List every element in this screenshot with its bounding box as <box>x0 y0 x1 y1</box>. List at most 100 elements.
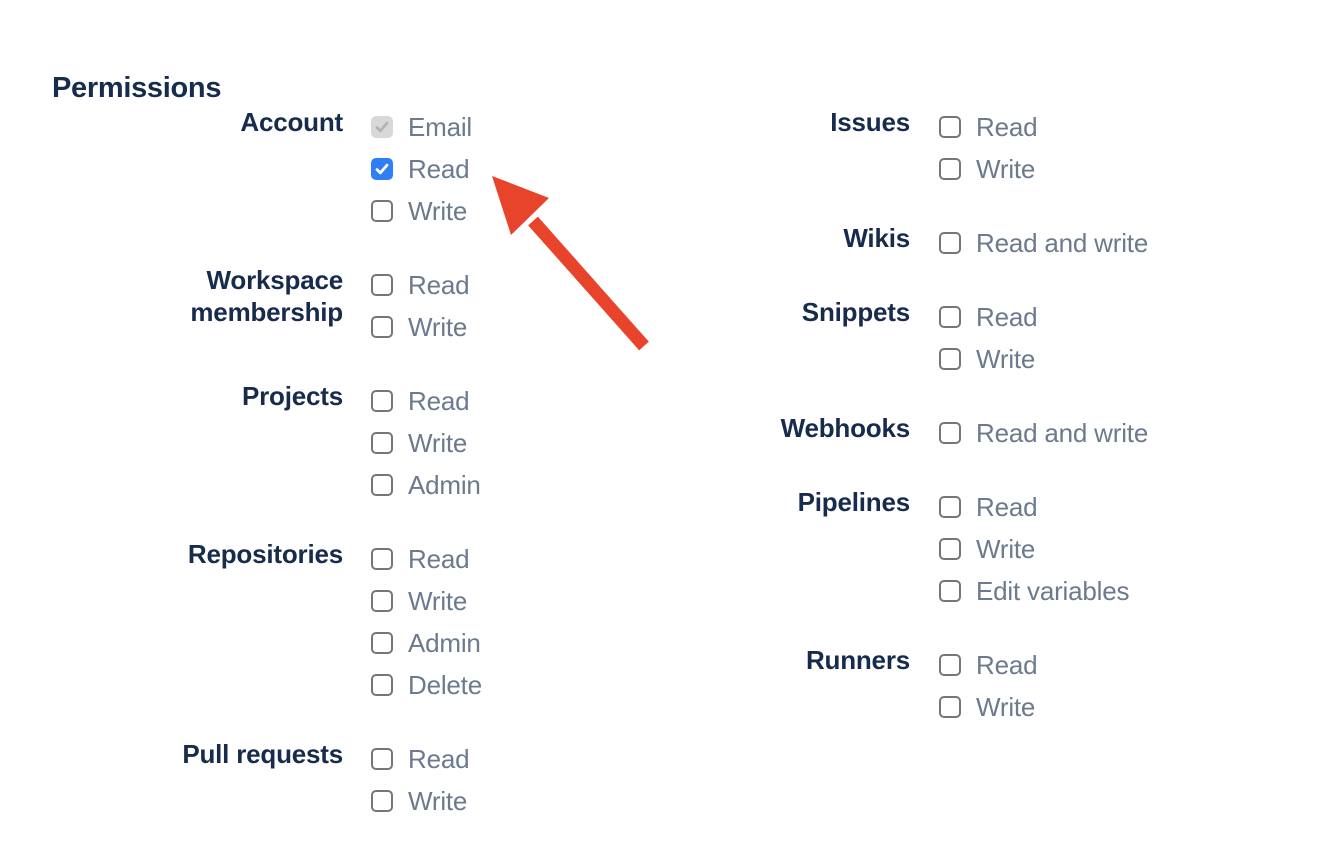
checkbox-repositories-read[interactable] <box>371 548 393 570</box>
permission-row-account-write: Write <box>371 190 472 232</box>
checkbox-repositories-delete[interactable] <box>371 674 393 696</box>
checkbox-repositories-admin[interactable] <box>371 632 393 654</box>
checkbox-projects-read[interactable] <box>371 390 393 412</box>
checkbox-issues-write[interactable] <box>939 158 961 180</box>
checkbox-repositories-write[interactable] <box>371 590 393 612</box>
checkbox-projects-admin[interactable] <box>371 474 393 496</box>
checkbox-label-account-email: Email <box>408 111 473 142</box>
permission-group-webhooks: Webhooks Read and write <box>672 412 1149 454</box>
permission-row-repositories-delete: Delete <box>371 664 482 706</box>
permission-row-issues-write: Write <box>939 148 1037 190</box>
permission-rows-wikis: Read and write <box>939 222 1148 264</box>
checkbox-label-webhooks-read-and-write[interactable]: Read and write <box>976 417 1149 448</box>
permission-row-pull-requests-write: Write <box>371 780 469 822</box>
checkbox-label-issues-read[interactable]: Read <box>976 111 1038 142</box>
permission-row-repositories-write: Write <box>371 580 482 622</box>
permission-rows-webhooks: Read and write <box>939 412 1148 454</box>
permission-row-pipelines-edit-variables: Edit variables <box>939 570 1129 612</box>
permission-row-pull-requests-read: Read <box>371 738 470 780</box>
group-label-issues: Issues <box>830 107 910 137</box>
checkbox-pipelines-edit-variables[interactable] <box>939 580 961 602</box>
group-label-pipelines: Pipelines <box>797 487 911 517</box>
checkbox-account-read[interactable] <box>371 158 393 180</box>
permission-row-runners-write: Write <box>939 686 1037 728</box>
checkbox-label-snippets-write[interactable]: Write <box>976 343 1036 374</box>
checkbox-label-repositories-admin[interactable]: Admin <box>408 627 481 658</box>
checkbox-label-workspace-membership-read[interactable]: Read <box>408 269 470 300</box>
checkbox-label-projects-read[interactable]: Read <box>408 385 470 416</box>
checkbox-label-runners-write[interactable]: Write <box>976 691 1036 722</box>
checkbox-account-email <box>371 116 393 138</box>
permission-row-workspace-membership-write: Write <box>371 306 469 348</box>
permission-row-webhooks-read-and-write: Read and write <box>939 412 1148 454</box>
arrow-shaft-icon <box>528 216 649 351</box>
checkbox-snippets-write[interactable] <box>939 348 961 370</box>
permission-row-workspace-membership-read: Read <box>371 264 470 306</box>
checkbox-label-account-read[interactable]: Read <box>408 153 470 184</box>
checkbox-label-pipelines-write[interactable]: Write <box>976 533 1036 564</box>
permission-row-pipelines-write: Write <box>939 528 1129 570</box>
permission-row-projects-read: Read <box>371 380 481 422</box>
checkbox-workspace-membership-write[interactable] <box>371 316 393 338</box>
group-label-workspace-membership: Workspace membership <box>190 265 343 327</box>
permission-row-issues-read: Read <box>939 106 1038 148</box>
checkbox-workspace-membership-read[interactable] <box>371 274 393 296</box>
group-label-runners: Runners <box>805 645 910 675</box>
checkbox-label-workspace-membership-write[interactable]: Write <box>408 311 468 342</box>
checkbox-issues-read[interactable] <box>939 116 961 138</box>
checkbox-runners-read[interactable] <box>939 654 961 676</box>
permission-row-repositories-admin: Admin <box>371 622 482 664</box>
checkbox-label-repositories-delete[interactable]: Delete <box>408 669 482 700</box>
checkbox-label-pull-requests-read[interactable]: Read <box>408 743 470 774</box>
checkbox-pull-requests-read[interactable] <box>371 748 393 770</box>
permission-row-pipelines-read: Read <box>939 486 1129 528</box>
permission-row-account-read: Read <box>371 148 472 190</box>
permission-row-runners-read: Read <box>939 644 1038 686</box>
group-label-pull-requests: Pull requests <box>182 739 343 769</box>
checkbox-pipelines-read[interactable] <box>939 496 961 518</box>
checkbox-label-pull-requests-write[interactable]: Write <box>408 785 468 816</box>
checkbox-pipelines-write[interactable] <box>939 538 961 560</box>
checkbox-label-snippets-read[interactable]: Read <box>976 301 1038 332</box>
checkbox-label-issues-write[interactable]: Write <box>976 153 1036 184</box>
checkbox-wikis-read-and-write[interactable] <box>939 232 961 254</box>
checkbox-projects-write[interactable] <box>371 432 393 454</box>
checkbox-label-pipelines-read[interactable]: Read <box>976 491 1038 522</box>
checkbox-label-pipelines-edit-variables[interactable]: Edit variables <box>976 575 1130 606</box>
group-label-repositories: Repositories <box>187 539 343 569</box>
checkbox-webhooks-read-and-write[interactable] <box>939 422 961 444</box>
permission-row-projects-write: Write <box>371 422 481 464</box>
group-label-webhooks: Webhooks <box>780 413 911 443</box>
group-label-projects: Projects <box>241 381 343 411</box>
checkbox-label-projects-admin[interactable]: Admin <box>408 469 481 500</box>
permission-row-wikis-read-and-write: Read and write <box>939 222 1148 264</box>
checkbox-label-repositories-read[interactable]: Read <box>408 543 470 574</box>
checkbox-label-account-write[interactable]: Write <box>408 195 468 226</box>
checkbox-label-repositories-write[interactable]: Write <box>408 585 468 616</box>
checkbox-label-wikis-read-and-write[interactable]: Read and write <box>976 227 1149 258</box>
checkbox-pull-requests-write[interactable] <box>371 790 393 812</box>
checkbox-label-projects-write[interactable]: Write <box>408 427 468 458</box>
checkbox-runners-write[interactable] <box>939 696 961 718</box>
checkbox-account-write[interactable] <box>371 200 393 222</box>
arrow-head-icon <box>492 176 549 235</box>
checkbox-snippets-read[interactable] <box>939 306 961 328</box>
checkbox-label-runners-read[interactable]: Read <box>976 649 1038 680</box>
